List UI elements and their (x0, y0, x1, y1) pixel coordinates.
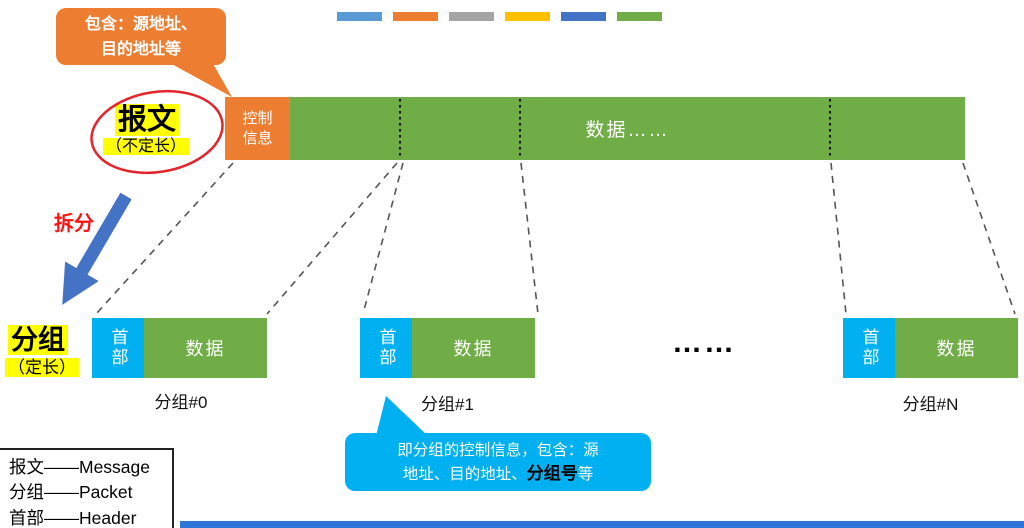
packet-header-callout: 即分组的控制信息，包含：源 地址、目的地址、分组号等 (345, 433, 651, 491)
terminology-legend: 报文——Message 分组——Packet 首部——Header (0, 448, 174, 528)
packet-label: 分组#0 (154, 393, 208, 412)
packet-data-label: 数据 (453, 339, 494, 359)
packet-header-label: 首部 (376, 328, 396, 368)
message-bar: 控制信息 数据…… (225, 97, 965, 160)
packet-title: 分组 (8, 318, 68, 357)
packet-data-box: 数据 (895, 318, 1018, 378)
packet-box: 首部 数据 (360, 318, 535, 378)
packet-data-box: 数据 (144, 318, 267, 378)
callout-line-2-pre: 地址、目的地址、 (402, 466, 527, 484)
legend-line: 报文——Message (9, 457, 151, 477)
mapping-dashed-line (266, 162, 398, 315)
packet-header-box: 首部 (843, 318, 895, 378)
legend-line: 分组——Packet (9, 482, 133, 503)
message-data-label: 数据…… (585, 120, 670, 141)
packet-box: 首部 数据 (843, 318, 1018, 378)
callout-line-2: 地址、目的地址、分组号等 (345, 462, 651, 487)
packet-header-box: 首部 (92, 318, 144, 378)
packet-label: 分组#1 (421, 395, 474, 414)
mapping-dashed-line (362, 162, 404, 315)
mapping-dashed-line (520, 162, 539, 315)
message-subtitle: （不定长） (103, 132, 190, 156)
theme-color-chip (617, 12, 662, 21)
packets-ellipsis: …… (672, 326, 736, 359)
theme-color-chip (561, 12, 606, 21)
mapping-dashed-line (962, 162, 1016, 315)
packet-header-label: 首部 (108, 328, 128, 368)
callout-line-1: 即分组的控制信息，包含：源 (397, 442, 599, 459)
video-progress-bar[interactable] (180, 521, 1024, 528)
color-strip (337, 12, 662, 21)
packet-box: 首部 数据 (92, 318, 267, 378)
split-label: 拆分 (54, 213, 94, 235)
callout-line-1: 包含：源地址、 (84, 16, 197, 33)
theme-color-chip (449, 12, 494, 21)
packet-data-box: 数据 (412, 318, 535, 378)
control-info-label: 控制信息 (242, 110, 273, 147)
packet-data-label: 数据 (185, 339, 226, 359)
callout-tail (168, 62, 232, 97)
mapping-dashed-line (830, 162, 847, 315)
packet-subtitle: （定长） (5, 353, 79, 378)
source-address-callout: 包含：源地址、 目的地址等 (56, 8, 226, 65)
packet-data-label: 数据 (936, 339, 977, 359)
packet-header-label: 首部 (859, 328, 879, 368)
callout-line-2-bold: 分组号 (526, 464, 578, 484)
callout-line-2: 目的地址等 (100, 40, 181, 58)
packet-label: 分组#N (902, 395, 959, 414)
theme-color-chip (505, 12, 550, 21)
packet-header-box: 首部 (360, 318, 412, 378)
callout-line-2-post: 等 (577, 466, 594, 484)
mapping-dashed-line (95, 162, 234, 315)
legend-line: 首部——Header (9, 507, 137, 528)
control-info-box: 控制信息 (225, 97, 290, 160)
theme-color-chip (393, 12, 438, 21)
message-data-box: 数据…… (290, 97, 965, 160)
theme-color-chip (337, 12, 382, 21)
